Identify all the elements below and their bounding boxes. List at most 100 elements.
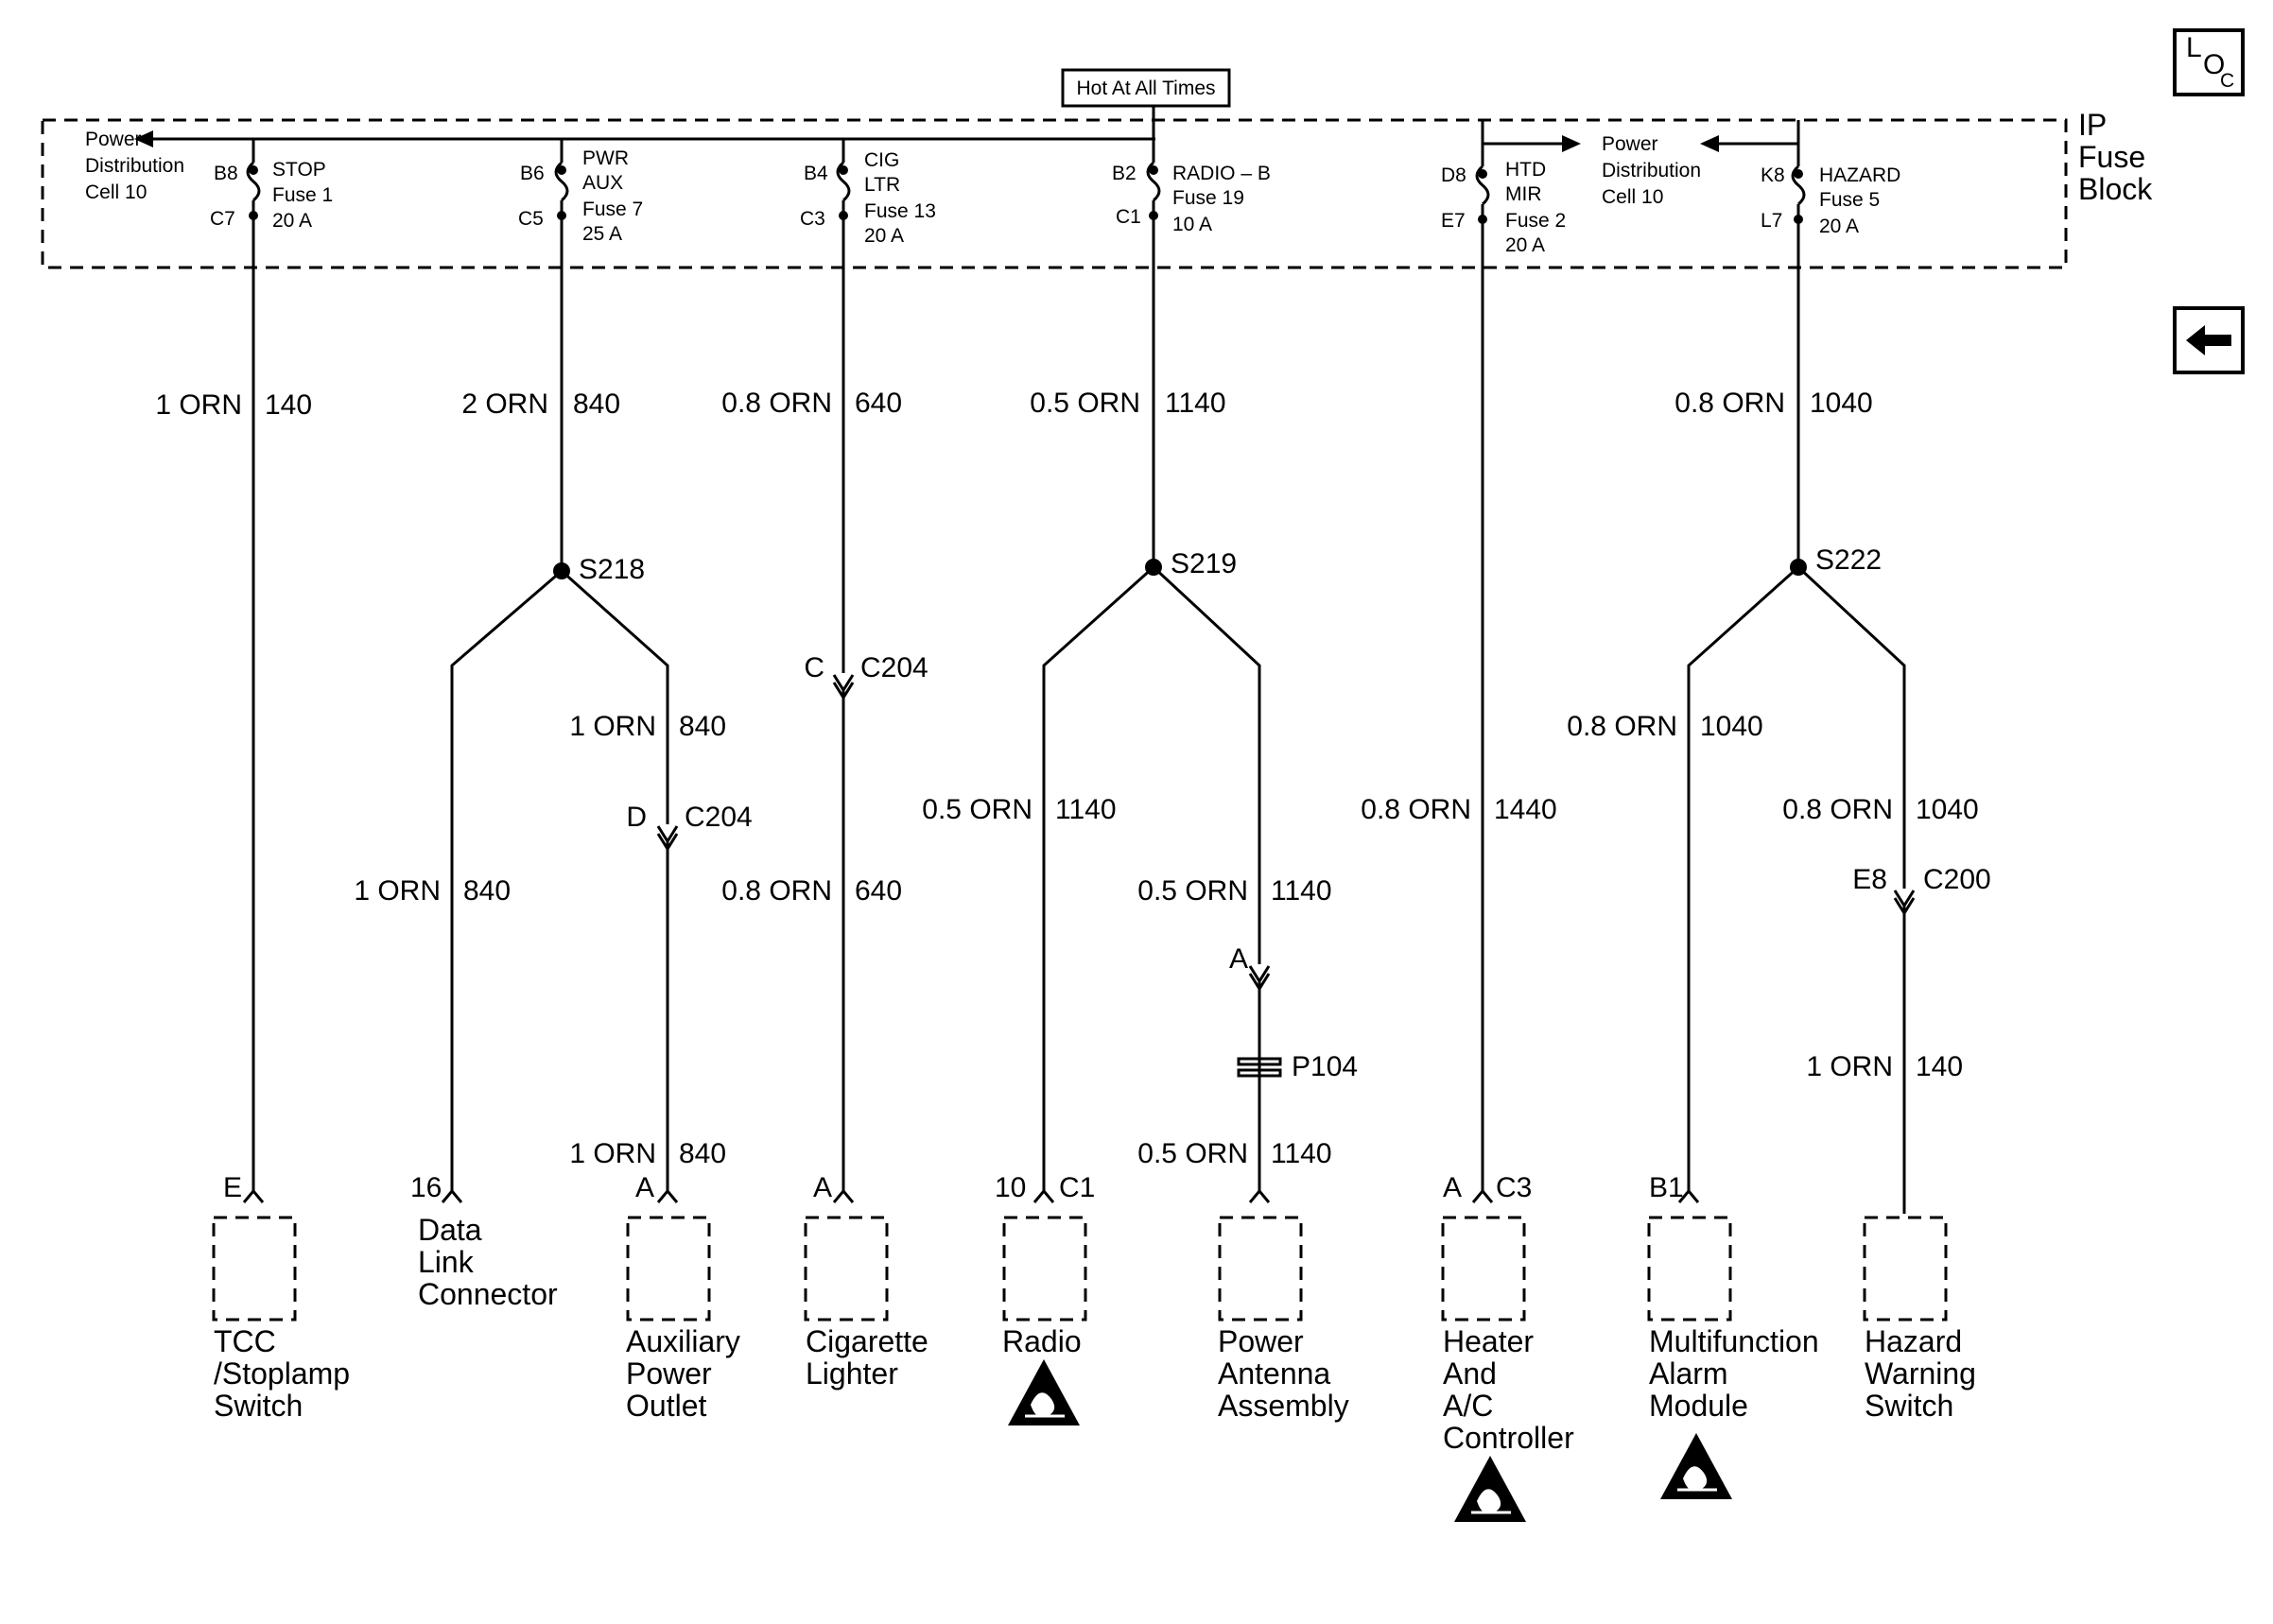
component-hazard-warning-switch: Hazard Warning Switch — [1863, 1216, 1976, 1423]
fuse-hazard: K8 L7 HAZARD Fuse 5 20 A — [1761, 144, 1900, 237]
svg-text:B8: B8 — [214, 163, 238, 184]
svg-text:Lighter: Lighter — [806, 1356, 898, 1391]
fuse-stop: B8 C7 STOP Fuse 1 20 A — [210, 139, 333, 232]
svg-text:K8: K8 — [1761, 164, 1785, 186]
svg-text:B1: B1 — [1649, 1172, 1684, 1203]
svg-text:0.8 ORN: 0.8 ORN — [721, 875, 832, 907]
svg-text:A: A — [635, 1172, 654, 1203]
svg-text:Heater: Heater — [1443, 1324, 1534, 1358]
svg-text:Multifunction: Multifunction — [1649, 1324, 1819, 1358]
svg-text:Link: Link — [418, 1245, 475, 1279]
svg-text:1 ORN: 1 ORN — [155, 389, 242, 421]
svg-text:1140: 1140 — [1271, 875, 1332, 907]
svg-text:B6: B6 — [520, 163, 545, 184]
svg-text:RADIO – B: RADIO – B — [1172, 163, 1271, 184]
svg-text:B2: B2 — [1112, 163, 1136, 184]
svg-text:Fuse 7: Fuse 7 — [582, 199, 643, 220]
svg-text:Warning: Warning — [1865, 1356, 1976, 1391]
svg-text:L7: L7 — [1761, 210, 1782, 232]
svg-text:840: 840 — [573, 389, 620, 420]
component-auxiliary-power-outlet: A Auxiliary Power Outlet — [626, 1172, 740, 1423]
circuit-htd-mir: 0.8 ORN 1440 — [1361, 219, 1557, 1193]
svg-text:640: 640 — [855, 875, 902, 907]
svg-text:Connector: Connector — [418, 1277, 558, 1311]
svg-text:1040: 1040 — [1700, 711, 1763, 742]
svg-text:E: E — [223, 1172, 242, 1203]
svg-text:1 ORN: 1 ORN — [569, 711, 656, 742]
svg-text:10 A: 10 A — [1172, 214, 1212, 235]
svg-text:840: 840 — [679, 1138, 726, 1169]
svg-text:Radio: Radio — [1002, 1324, 1082, 1358]
svg-text:Alarm: Alarm — [1649, 1356, 1728, 1391]
svg-text:0.5 ORN: 0.5 ORN — [1030, 388, 1140, 419]
svg-text:D: D — [626, 802, 647, 833]
svg-text:C7: C7 — [210, 208, 235, 230]
svg-text:140: 140 — [265, 389, 312, 421]
svg-text:AUX: AUX — [582, 172, 623, 194]
component-data-link-connector: 16 Data Link Connector — [410, 1172, 558, 1311]
component-radio: 10 C1 Radio — [995, 1172, 1095, 1427]
hot-at-all-times-label: Hot At All Times — [1076, 78, 1215, 99]
svg-text:Switch: Switch — [1865, 1389, 1953, 1423]
svg-text:Fuse 1: Fuse 1 — [272, 184, 333, 206]
svg-text:2 ORN: 2 ORN — [461, 389, 548, 420]
svg-text:1 ORN: 1 ORN — [569, 1138, 656, 1169]
svg-text:A/C: A/C — [1443, 1389, 1493, 1423]
ip-block-label-2: Fuse — [2078, 140, 2145, 174]
svg-text:Switch: Switch — [214, 1389, 303, 1423]
ip-block-label-1: IP — [2078, 108, 2107, 142]
svg-text:25 A: 25 A — [582, 223, 622, 245]
svg-text:840: 840 — [679, 711, 726, 742]
svg-text:A: A — [1443, 1172, 1462, 1203]
circuit-hazard: 0.8 ORN 1040 S222 0.8 ORN 1040 0.8 ORN 1… — [1567, 219, 1991, 1214]
svg-text:Fuse 5: Fuse 5 — [1819, 189, 1880, 211]
fuse-radio-b: B2 C1 RADIO – B Fuse 19 10 A — [1112, 139, 1271, 235]
ip-fuse-block-outline — [41, 118, 2068, 269]
svg-text:1140: 1140 — [1055, 794, 1117, 825]
esd-warning-icon — [1006, 1357, 1082, 1427]
svg-text:C: C — [804, 652, 824, 683]
svg-text:0.8 ORN: 0.8 ORN — [1674, 388, 1785, 419]
svg-text:Fuse 19: Fuse 19 — [1172, 187, 1244, 209]
pd-right-line-2: Distribution — [1602, 160, 1701, 181]
svg-text:Outlet: Outlet — [626, 1389, 706, 1423]
pd-left-line-2: Distribution — [85, 155, 184, 177]
svg-text:0.5 ORN: 0.5 ORN — [922, 794, 1032, 825]
esd-warning-icon — [1658, 1431, 1734, 1501]
svg-text:0.5 ORN: 0.5 ORN — [1137, 875, 1248, 907]
svg-text:20 A: 20 A — [1505, 234, 1545, 256]
svg-text:Assembly: Assembly — [1218, 1389, 1349, 1423]
svg-text:0.8 ORN: 0.8 ORN — [1782, 794, 1893, 825]
svg-text:140: 140 — [1916, 1051, 1963, 1082]
svg-text:C3: C3 — [800, 208, 825, 230]
svg-text:0.8 ORN: 0.8 ORN — [721, 388, 832, 419]
svg-text:Power: Power — [626, 1356, 712, 1391]
svg-text:CIG: CIG — [864, 149, 899, 171]
pd-left-line-1: Power — [85, 129, 142, 150]
svg-text:E7: E7 — [1441, 210, 1466, 232]
svg-text:Module: Module — [1649, 1389, 1748, 1423]
svg-text:1 ORN: 1 ORN — [354, 875, 441, 907]
svg-text:/Stoplamp: /Stoplamp — [214, 1356, 350, 1391]
loc-icon-o: O — [2203, 49, 2225, 80]
back-arrow-icon[interactable] — [2173, 306, 2245, 374]
svg-text:A: A — [813, 1172, 832, 1203]
svg-text:PWR: PWR — [582, 147, 629, 169]
svg-text:C5: C5 — [518, 208, 544, 230]
loc-icon[interactable]: L O C — [2173, 28, 2245, 96]
circuit-radio: 0.5 ORN 1140 S219 0.5 ORN 1140 0.5 ORN 1… — [922, 216, 1358, 1193]
svg-text:0.8 ORN: 0.8 ORN — [1361, 794, 1471, 825]
svg-text:HTD: HTD — [1505, 159, 1546, 181]
svg-text:E8: E8 — [1852, 864, 1887, 895]
svg-text:Power: Power — [1218, 1324, 1304, 1358]
svg-text:C3: C3 — [1496, 1172, 1532, 1203]
svg-text:A: A — [1229, 943, 1248, 975]
loc-icon-l: L — [2186, 32, 2202, 63]
ip-block-label-3: Block — [2078, 172, 2153, 206]
svg-text:20 A: 20 A — [864, 225, 904, 247]
svg-text:C200: C200 — [1923, 864, 1991, 895]
svg-text:C1: C1 — [1116, 206, 1141, 228]
svg-text:Controller: Controller — [1443, 1421, 1574, 1455]
svg-text:0.5 ORN: 0.5 ORN — [1137, 1138, 1248, 1169]
splice-s218-label: S218 — [579, 554, 645, 585]
